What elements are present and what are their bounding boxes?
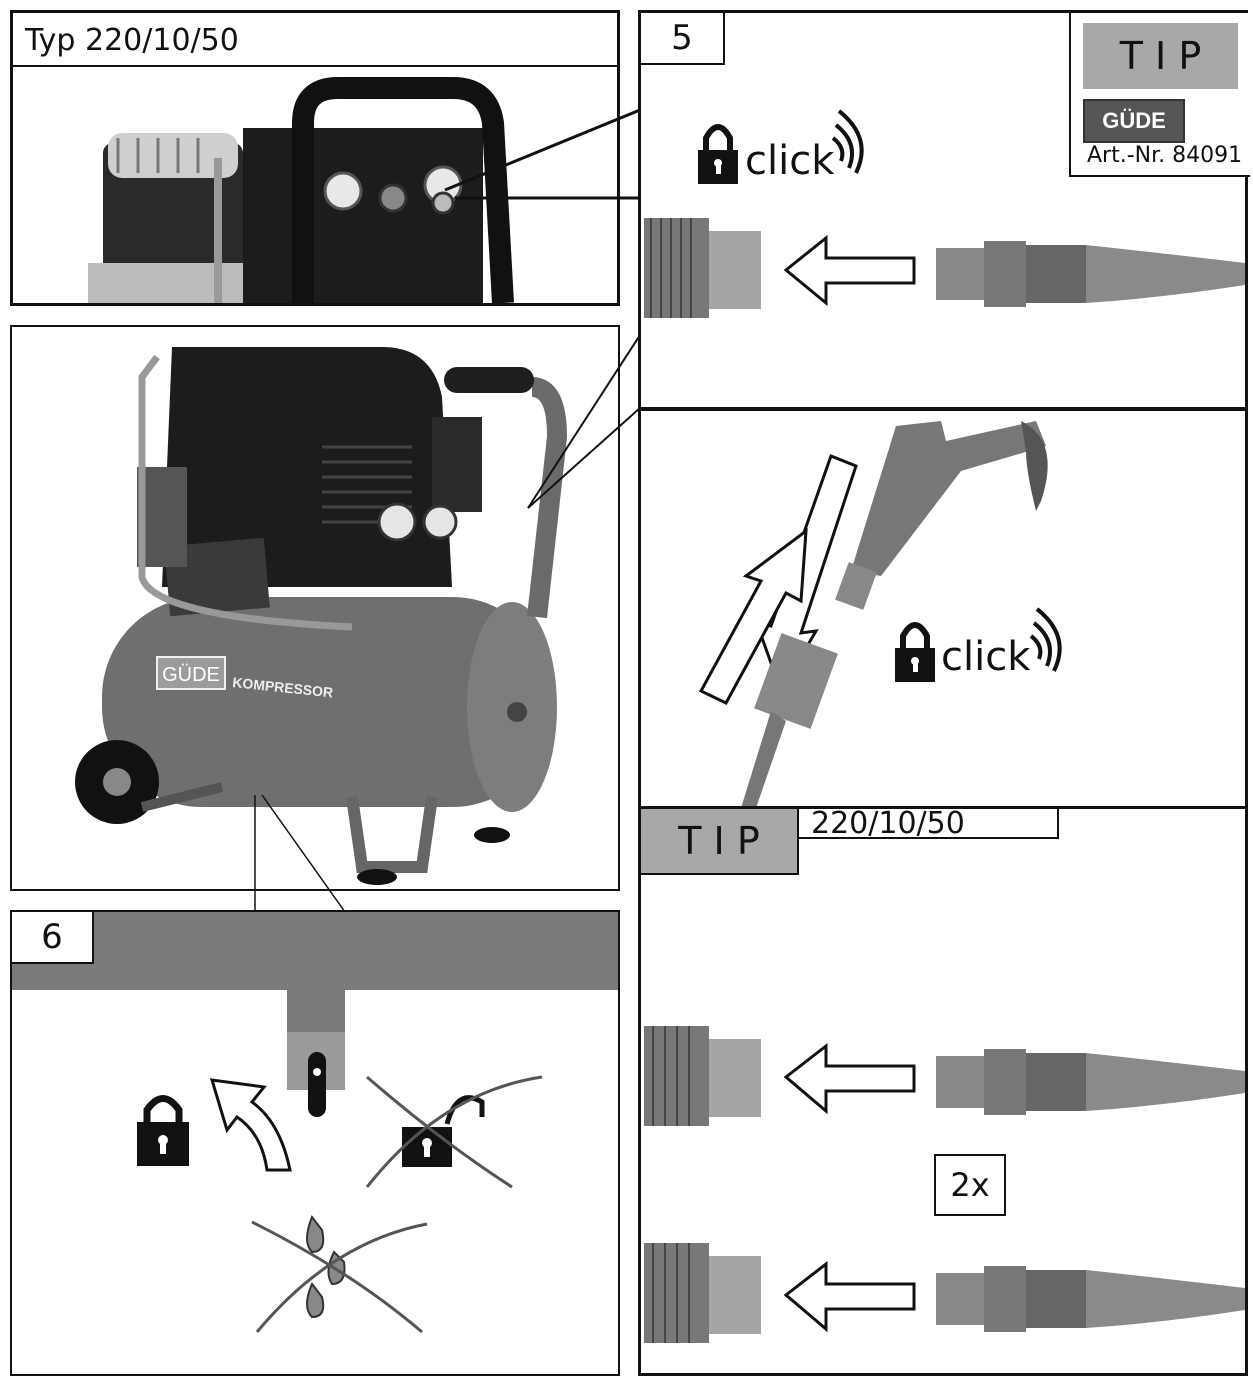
drain-illustration: [137, 990, 543, 1334]
step6-number: 6: [12, 912, 94, 964]
count-label: 2x: [934, 1154, 1006, 1216]
tank-bar: [12, 912, 618, 990]
blowgun-panel: click: [638, 408, 1248, 811]
detail-title: Typ 220/10/50: [25, 23, 239, 58]
step5-panel: 5 T I P GÜDE Art.-Nr. 84091 click: [638, 10, 1250, 410]
tip-panel: T I P 220/10/50 2x: [638, 806, 1248, 1376]
coupling-illustration: [644, 109, 1245, 318]
tip-badge: T I P: [1083, 23, 1238, 89]
compressor-detail-image: [88, 77, 514, 303]
step5-number: 5: [641, 13, 725, 65]
detail-panel: Typ 220/10/50: [10, 10, 620, 306]
tip-article-box: T I P GÜDE Art.-Nr. 84091: [1069, 13, 1250, 177]
blowgun-illustration: [698, 421, 1062, 808]
tip-model: 220/10/50: [797, 809, 1059, 839]
tank-brand: GÜDE: [162, 664, 220, 686]
compressor-panel: GÜDE KOMPRESSOR: [10, 325, 620, 891]
step6-panel: 6: [10, 910, 620, 1376]
double-coupling-illustration: [644, 1026, 1245, 1343]
click-label-5: click: [745, 138, 835, 184]
compressor-image: GÜDE KOMPRESSOR: [75, 347, 568, 885]
tip-badge-2: T I P: [641, 809, 799, 875]
article-number: Art.-Nr. 84091: [1087, 143, 1243, 168]
brand-logo: GÜDE: [1083, 99, 1185, 143]
click-label-gun: click: [941, 634, 1031, 680]
title-divider: [13, 65, 617, 67]
